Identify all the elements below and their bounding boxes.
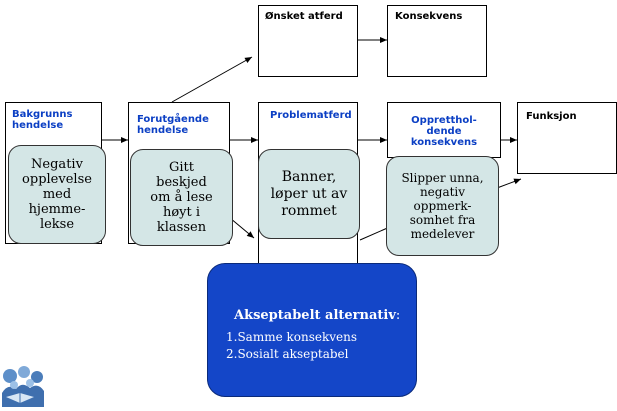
slipper-unna-bubble: Slipper unna, negativ oppmerk- somhet fr…	[386, 156, 499, 256]
konsekvens-box: Konsekvens	[387, 5, 487, 77]
gitt-beskjed-bubble: Gitt beskjed om å lese høyt i klassen	[130, 149, 233, 246]
arrow-forutgaende-to-onsket	[171, 56, 253, 103]
alternativ-item-2: 2.Sosialt akseptabel	[226, 347, 349, 361]
alternativ-item-1: 1.Samme konsekvens	[226, 330, 358, 344]
onsket-atferd-label: Ønsket atferd	[265, 11, 343, 22]
problematferd-label: Problematferd	[270, 110, 352, 121]
akseptabelt-alternativ-box: Akseptabelt alternativ: 1.Samme konsekve…	[207, 263, 417, 397]
konsekvens-label: Konsekvens	[395, 11, 463, 22]
arrow-forutgaende-to-alternative	[229, 217, 255, 239]
akseptabelt-alternativ-title: Akseptabelt alternativ:	[234, 308, 401, 323]
forutgaende-hendelse-label: Forutgående hendelse	[137, 114, 209, 136]
opprettholdende-konsekvens-label: Oppretthol- dende konsekvens	[410, 115, 478, 148]
funksjon-label: Funksjon	[526, 111, 577, 122]
opprettholdende-konsekvens-box: Oppretthol- dende konsekvens	[387, 102, 501, 158]
funksjon-box: Funksjon	[517, 102, 617, 174]
arrow-slipper-to-funksjon	[496, 178, 522, 189]
bakgrunns-hendelse-label: Bakgrunns hendelse	[12, 109, 73, 131]
onsket-atferd-box: Ønsket atferd	[258, 5, 358, 77]
negativ-opplevelse-bubble: Negativ opplevelse med hjemme- lekse	[8, 145, 106, 244]
children-reading-logo	[0, 363, 46, 409]
banner-bubble: Banner, løper ut av rommet	[258, 149, 360, 239]
